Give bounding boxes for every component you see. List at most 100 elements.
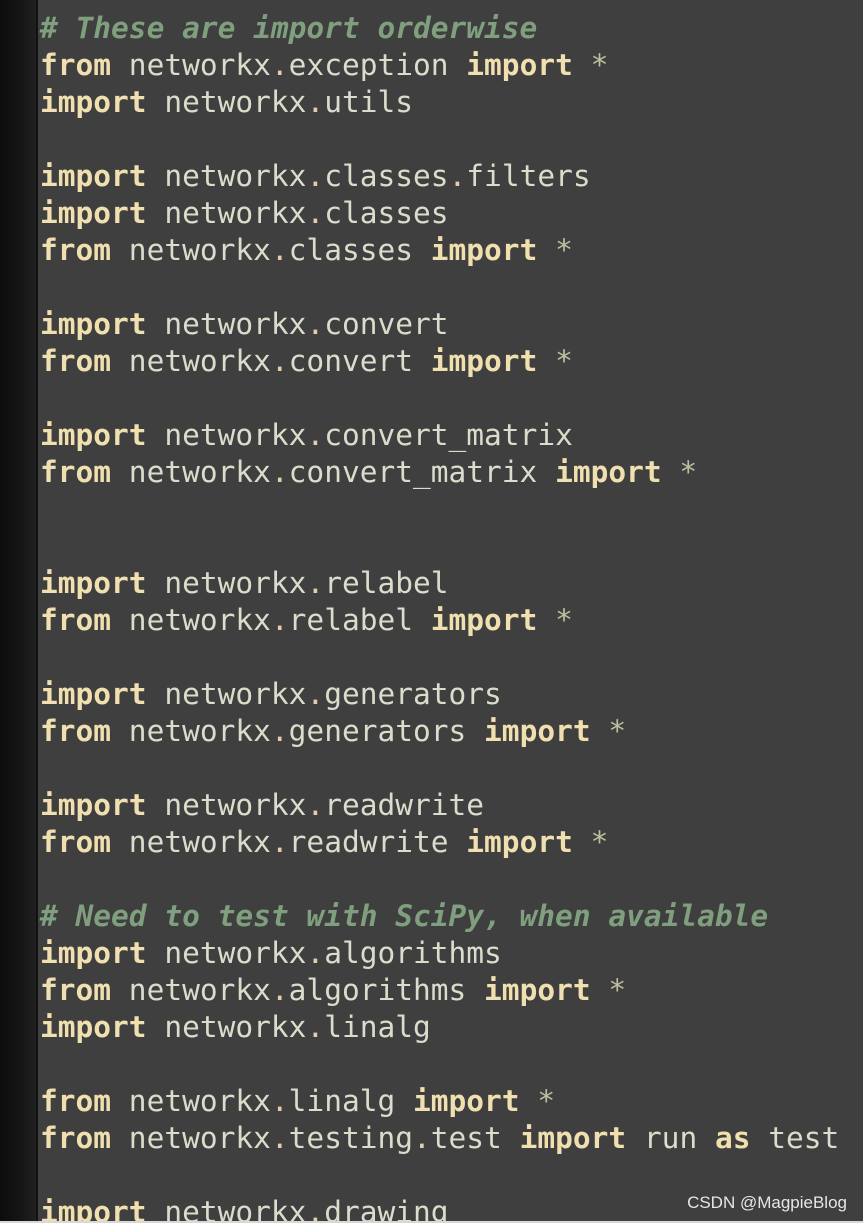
keyword-token: import (40, 936, 147, 970)
operator-token: . (306, 1010, 325, 1044)
code-line (40, 491, 839, 528)
keyword-token: from (40, 603, 112, 637)
code-line: import networkx.classes.filters (40, 158, 839, 195)
keyword-token: import (555, 455, 662, 489)
wildcard-token: * (590, 714, 627, 748)
operator-token: . (270, 973, 289, 1007)
identifier-token: generators (324, 677, 502, 711)
keyword-token: import (40, 677, 147, 711)
identifier-token: readwrite (324, 788, 485, 822)
identifier-token: networkx (146, 566, 307, 600)
operator-token: . (270, 48, 289, 82)
operator-token: . (270, 1121, 289, 1155)
identifier-token: testing (288, 1121, 413, 1155)
wildcard-token: * (572, 825, 609, 859)
identifier-token: networkx (146, 307, 307, 341)
operator-token: . (270, 233, 289, 267)
keyword-token: import (40, 566, 147, 600)
wildcard-token: * (572, 48, 609, 82)
identifier-token: networkx (111, 233, 271, 267)
keyword-token: from (40, 233, 112, 267)
code-line (40, 1157, 839, 1194)
identifier-token: networkx (146, 1010, 307, 1044)
code-line (40, 1046, 839, 1083)
keyword-token: import (40, 788, 147, 822)
keyword-token: import (484, 714, 591, 748)
identifier-token: networkx (146, 936, 307, 970)
identifier-token: classes (288, 233, 431, 267)
keyword-token: import (40, 85, 147, 119)
keyword-token: import (484, 973, 591, 1007)
identifier-token: convert (288, 344, 431, 378)
operator-token: . (306, 677, 325, 711)
identifier-token: classes (324, 159, 449, 193)
identifier-token: networkx (146, 677, 307, 711)
identifier-token: filters (466, 159, 591, 193)
code-line: from networkx.linalg import * (40, 1083, 839, 1120)
identifier-token: networkx (146, 196, 307, 230)
identifier-token: generators (288, 714, 485, 748)
code-line: from networkx.exception import * (40, 47, 839, 84)
code-line: import networkx.utils (40, 84, 839, 121)
code-line: import networkx.algorithms (40, 935, 839, 972)
code-line: import networkx.generators (40, 676, 839, 713)
identifier-token: networkx (111, 344, 271, 378)
keyword-token: from (40, 344, 112, 378)
code-line (40, 528, 839, 565)
keyword-token: import (519, 1121, 627, 1155)
keyword-token: from (40, 825, 112, 859)
editor-gutter (0, 0, 36, 1223)
identifier-token: linalg (324, 1010, 431, 1044)
identifier-token: networkx (111, 603, 271, 637)
keyword-token: import (40, 159, 147, 193)
wildcard-token: * (590, 973, 627, 1007)
code-line: from networkx.algorithms import * (40, 972, 839, 1009)
identifier-token: networkx (146, 418, 307, 452)
identifier-token: linalg (288, 1084, 413, 1118)
keyword-token: import (430, 344, 538, 378)
code-line: import networkx.classes (40, 195, 839, 232)
code-line: import networkx.convert_matrix (40, 417, 839, 454)
code-line: import networkx.linalg (40, 1009, 839, 1046)
identifier-token: algorithms (324, 936, 502, 970)
identifier-token: networkx (111, 48, 271, 82)
identifier-token: convert_matrix (288, 455, 556, 489)
code-line: from networkx.convert_matrix import * (40, 454, 839, 491)
operator-token: . (306, 307, 325, 341)
code-line (40, 861, 839, 898)
identifier-token: convert (324, 307, 449, 341)
operator-token: . (270, 825, 289, 859)
wildcard-token: * (519, 1084, 556, 1118)
keyword-token: import (430, 603, 538, 637)
identifier-token: relabel (288, 603, 431, 637)
gutter-divider (36, 0, 38, 1223)
keyword-token: from (40, 1121, 112, 1155)
code-line: from networkx.testing.test import run as… (40, 1120, 839, 1157)
operator-token: . (306, 936, 325, 970)
keyword-token: from (40, 714, 112, 748)
keyword-token: import (413, 1084, 520, 1118)
operator-token: . (306, 85, 325, 119)
code-line: import networkx.convert (40, 306, 839, 343)
identifier-token: networkx (111, 825, 271, 859)
operator-token: . (306, 159, 325, 193)
keyword-token: as (714, 1121, 751, 1155)
identifier-token: utils (324, 85, 414, 119)
identifier-token: run (626, 1121, 715, 1155)
code-line (40, 639, 839, 676)
code-line: from networkx.classes import * (40, 232, 839, 269)
operator-token: . (413, 1121, 431, 1155)
keyword-token: from (40, 48, 112, 82)
identifier-token: networkx (146, 788, 307, 822)
identifier-token: networkx (111, 1121, 271, 1155)
identifier-token: relabel (324, 566, 449, 600)
comment-token: # Need to test with SciPy, when availabl… (40, 899, 769, 933)
identifier-token: algorithms (288, 973, 485, 1007)
code-line: from networkx.relabel import * (40, 602, 839, 639)
code-line: import networkx.readwrite (40, 787, 839, 824)
identifier-token: readwrite (288, 825, 467, 859)
identifier-token: networkx (146, 1195, 307, 1223)
keyword-token: import (40, 1010, 147, 1044)
